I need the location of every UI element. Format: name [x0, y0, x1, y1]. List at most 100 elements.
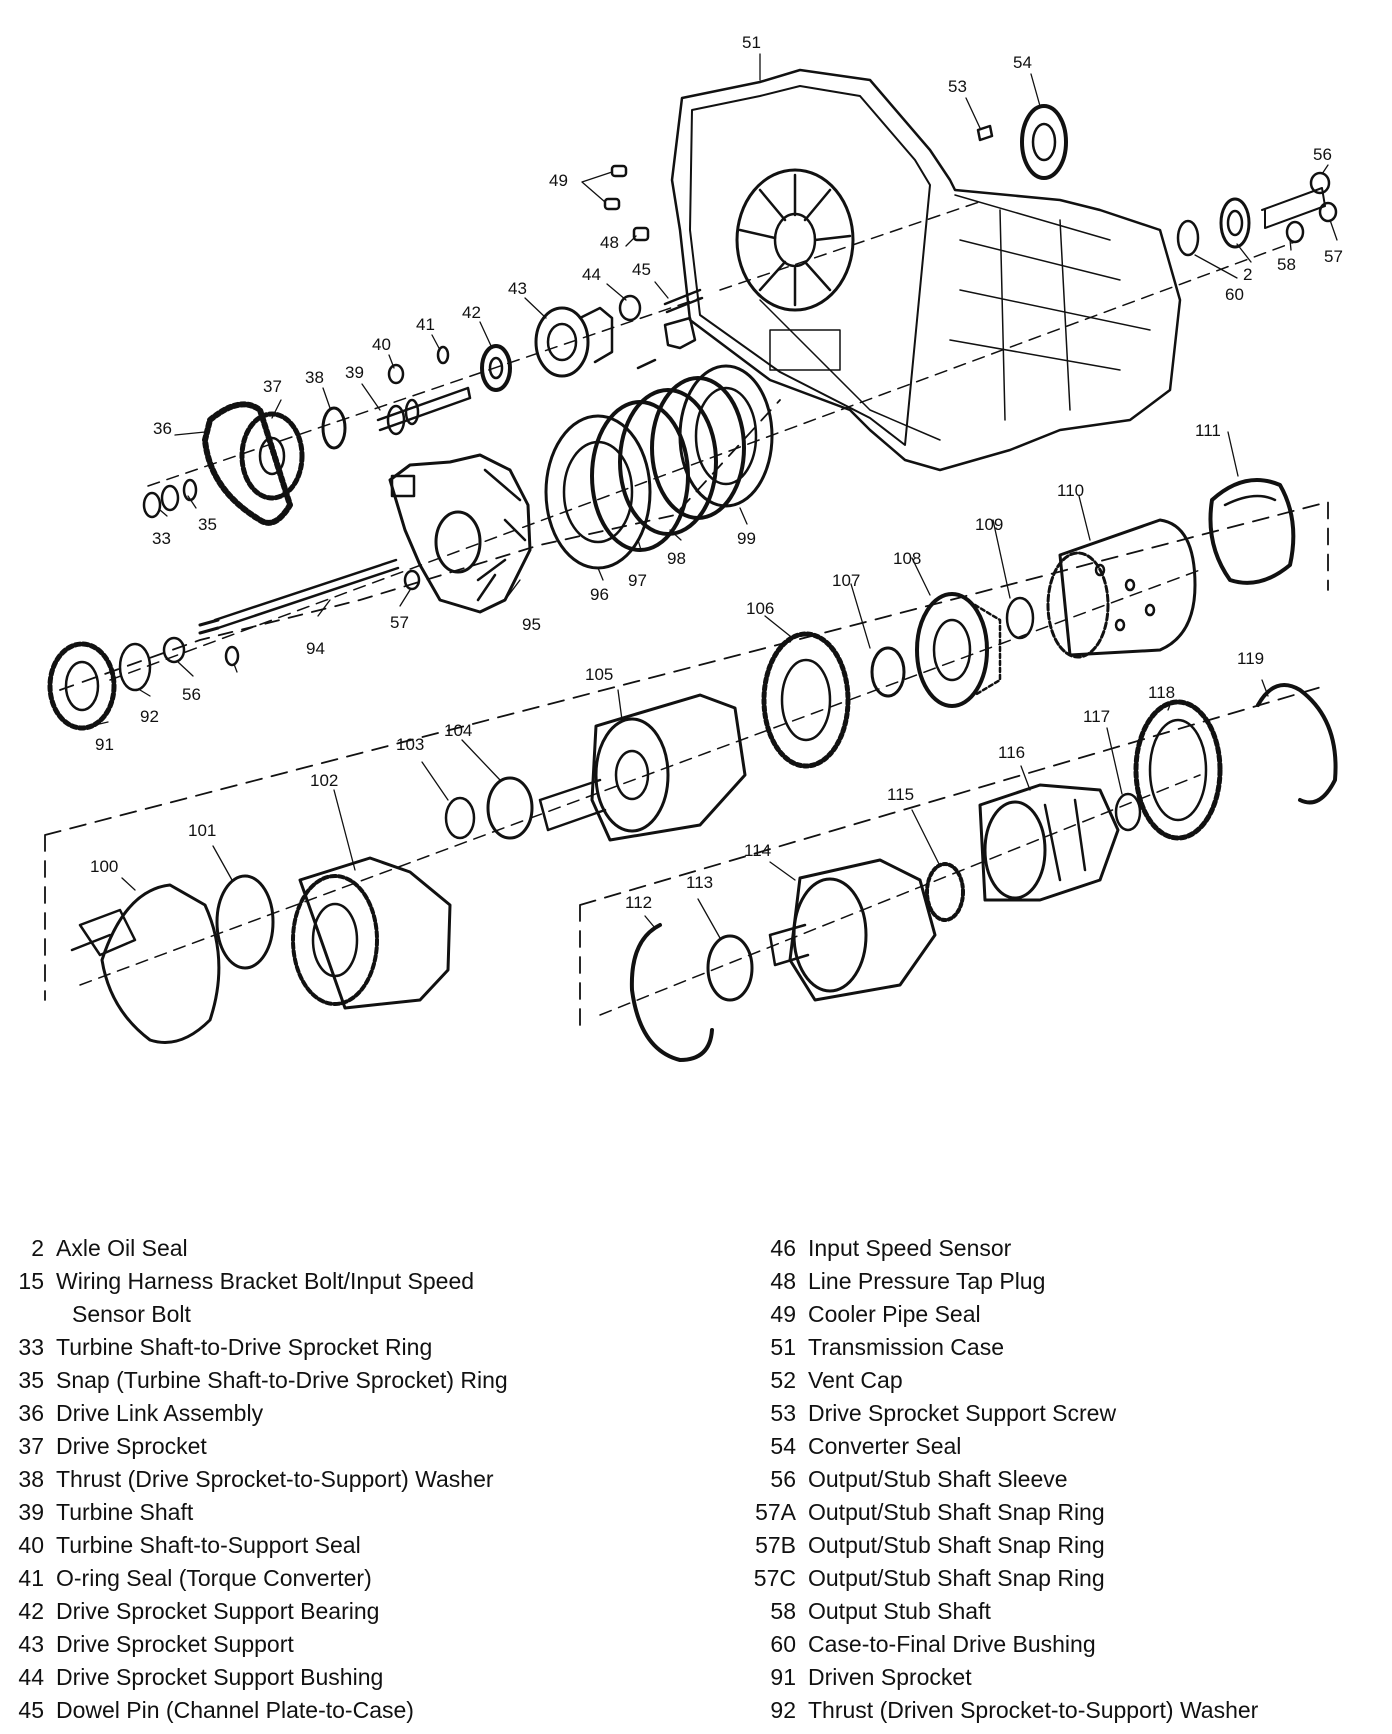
legend-number: 91 [770, 1664, 796, 1690]
legend-number: 54 [770, 1433, 796, 1459]
callout-label: 56 [1313, 145, 1332, 164]
legend-description: Drive Sprocket Support [56, 1631, 294, 1657]
legend-description: Cooler Pipe Seal [808, 1301, 981, 1327]
carrier-assembly-105 [538, 693, 747, 842]
legend-number: 38 [18, 1466, 44, 1492]
callout-label: 119 [1237, 649, 1264, 668]
callout-label: 51 [742, 33, 761, 52]
callout-label: 107 [832, 571, 860, 590]
callout-label: 97 [628, 571, 647, 590]
legend-number: 46 [770, 1235, 796, 1261]
legend-number: 58 [770, 1598, 796, 1624]
legend-number: 36 [18, 1400, 44, 1426]
converter-seal [1020, 104, 1068, 180]
sleeve-56 [162, 636, 186, 664]
legend-item: 60 Case-to-Final Drive Bushing [732, 1628, 1382, 1661]
driven-sprocket [47, 641, 117, 731]
legend-description: O-ring Seal (Torque Converter) [56, 1565, 372, 1591]
legend-number: 57C [753, 1565, 796, 1591]
axis-line-lower [79, 569, 1201, 1016]
legend-description: Driven Sprocket [808, 1664, 972, 1690]
legend-description: Transmission Case [808, 1334, 1004, 1360]
legend-description: Vent Cap [808, 1367, 903, 1393]
legend-description: Drive Sprocket [56, 1433, 207, 1459]
legend-number: 44 [18, 1664, 44, 1690]
legend-number: 57A [755, 1499, 796, 1525]
callout-label: 44 [582, 265, 601, 284]
frame-line-left [59, 399, 781, 691]
legend-number: 2 [31, 1235, 44, 1261]
callout-label: 54 [1013, 53, 1032, 72]
frame-line-bottom [44, 501, 1329, 1026]
transmission-case [670, 68, 1182, 472]
leader-lines [94, 53, 1338, 939]
legend-item: 91 Driven Sprocket [732, 1661, 1382, 1694]
axis-line-upper [147, 199, 986, 487]
washer-109 [1005, 596, 1035, 640]
callout-label: 113 [686, 873, 713, 892]
ring-101 [215, 874, 275, 970]
callout-label: 104 [444, 721, 472, 740]
housing-106 [761, 631, 851, 769]
support-bushing [618, 294, 642, 322]
legend-item: 37 Drive Sprocket [0, 1430, 640, 1463]
legend-description: Turbine Shaft-to-Drive Sprocket Ring [56, 1334, 433, 1360]
legend-number: 56 [770, 1466, 796, 1492]
callout-label: 60 [1225, 285, 1244, 304]
legend-number: 42 [18, 1598, 44, 1624]
legend-item: 38 Thrust (Drive Sprocket-to-Support) Was… [0, 1463, 640, 1496]
legend-description: Thrust (Drive Sprocket-to-Support) Washe… [56, 1466, 494, 1492]
callout-label: 43 [508, 279, 527, 298]
callout-label: 42 [462, 303, 481, 322]
legend-description: Thrust (Driven Sprocket-to-Support) Wash… [808, 1697, 1259, 1723]
callout-label: 2 [1243, 265, 1252, 284]
callout-label: 37 [263, 377, 282, 396]
callout-label: 45 [632, 260, 651, 279]
legend-number: 48 [770, 1268, 796, 1294]
callout-label: 57 [390, 613, 409, 632]
callout-label: 114 [744, 841, 771, 860]
legend-description: Drive Sprocket Support Bushing [56, 1664, 384, 1690]
callout-label: 105 [585, 665, 613, 684]
output-carrier-114 [768, 858, 937, 1002]
legend-description: Case-to-Final Drive Bushing [808, 1631, 1096, 1657]
legend-description: Wiring Harness Bracket Bolt/Input Speed [56, 1268, 475, 1294]
thrust-washer-92 [118, 642, 152, 692]
legend-number: 57B [755, 1532, 796, 1558]
legend-number: 52 [770, 1367, 796, 1393]
callout-label: 115 [887, 785, 914, 804]
legend-number: 49 [770, 1301, 796, 1327]
callout-label: 100 [90, 857, 118, 876]
legend-description: Turbine Shaft [56, 1499, 194, 1525]
callout-label: 58 [1277, 255, 1296, 274]
callout-label: 118 [1148, 683, 1175, 702]
callout-label: 103 [396, 735, 424, 754]
washer-103 [444, 796, 476, 840]
dowel-pin [663, 288, 704, 314]
legend-number: 60 [770, 1631, 796, 1657]
legend-number: 39 [18, 1499, 44, 1525]
callout-label: 53 [948, 77, 967, 96]
legend-item: 52 Vent Cap [732, 1364, 1382, 1397]
callout-label: 38 [305, 368, 324, 387]
callout-label: 41 [416, 315, 435, 334]
input-speed-sensor [636, 316, 697, 370]
legend-number: 37 [18, 1433, 44, 1459]
cooler-pipe-seals [603, 164, 628, 211]
callout-label: 116 [998, 743, 1025, 762]
legend-description: Drive Sprocket Support Bearing [56, 1598, 380, 1624]
callout-label: 92 [140, 707, 159, 726]
callout-label: 39 [345, 363, 364, 382]
axis-line-output [109, 239, 1301, 681]
callout-label: 96 [590, 585, 609, 604]
callout-label: 110 [1057, 481, 1084, 500]
